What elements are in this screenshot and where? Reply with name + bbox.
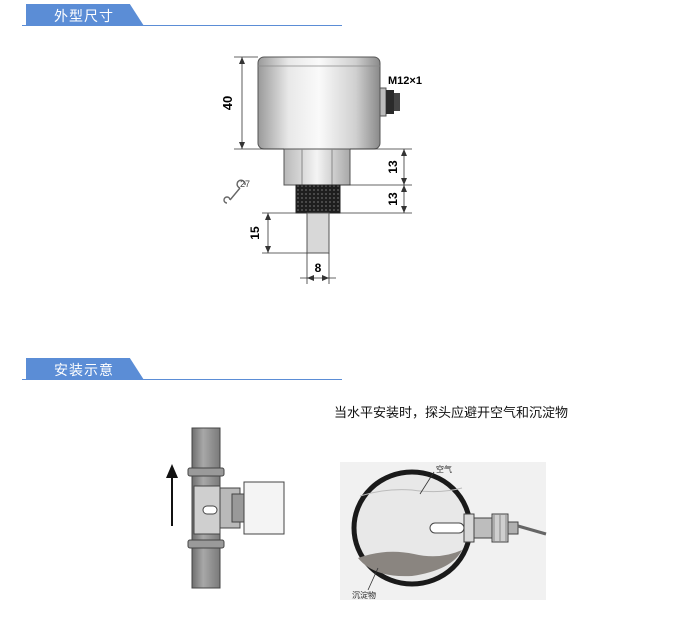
knurled-thread (295, 184, 341, 214)
dimension-lines (234, 56, 412, 284)
installation-caption: 当水平安装时，探头应避开空气和沉淀物 (334, 406, 569, 421)
vertical-pipe-illustration (166, 427, 285, 589)
air-label: 空气 (436, 464, 452, 474)
section-header-dimensions: 外型尺寸 (22, 4, 342, 26)
sensor-dimension-drawing: 40 M12×1 13 13 27 15 8 (220, 56, 422, 284)
dim-label-thread: 13 (386, 192, 400, 206)
section-title-installation: 安装示意 (54, 363, 114, 379)
probe (306, 212, 330, 254)
m12-connector (379, 87, 400, 117)
wrench-icon (223, 179, 246, 204)
sensor-head (243, 481, 285, 535)
section-rule (22, 379, 342, 380)
hex-nut (283, 148, 351, 186)
dim-label-wrench: 27 (240, 179, 250, 189)
dim-label-probe-diameter: 8 (315, 261, 322, 275)
air-region (359, 487, 463, 497)
section-rule (22, 25, 342, 26)
dim-label-connector: M12×1 (388, 75, 422, 87)
pipe-cross-section-illustration: 空气 沉淀物 (340, 462, 547, 600)
section-tab: 安装示意 (26, 358, 144, 380)
section-header-installation: 安装示意 (22, 358, 342, 380)
section-title-dimensions: 外型尺寸 (54, 9, 114, 25)
dim-label-probe-length: 15 (248, 226, 262, 240)
dim-label-40: 40 (220, 96, 235, 110)
dimension-arrows (239, 57, 407, 281)
dim-label-hex: 13 (386, 160, 400, 174)
sediment-region (358, 550, 462, 577)
sensor-body (257, 56, 381, 150)
sediment-label: 沉淀物 (352, 590, 376, 600)
section-tab: 外型尺寸 (26, 4, 144, 26)
